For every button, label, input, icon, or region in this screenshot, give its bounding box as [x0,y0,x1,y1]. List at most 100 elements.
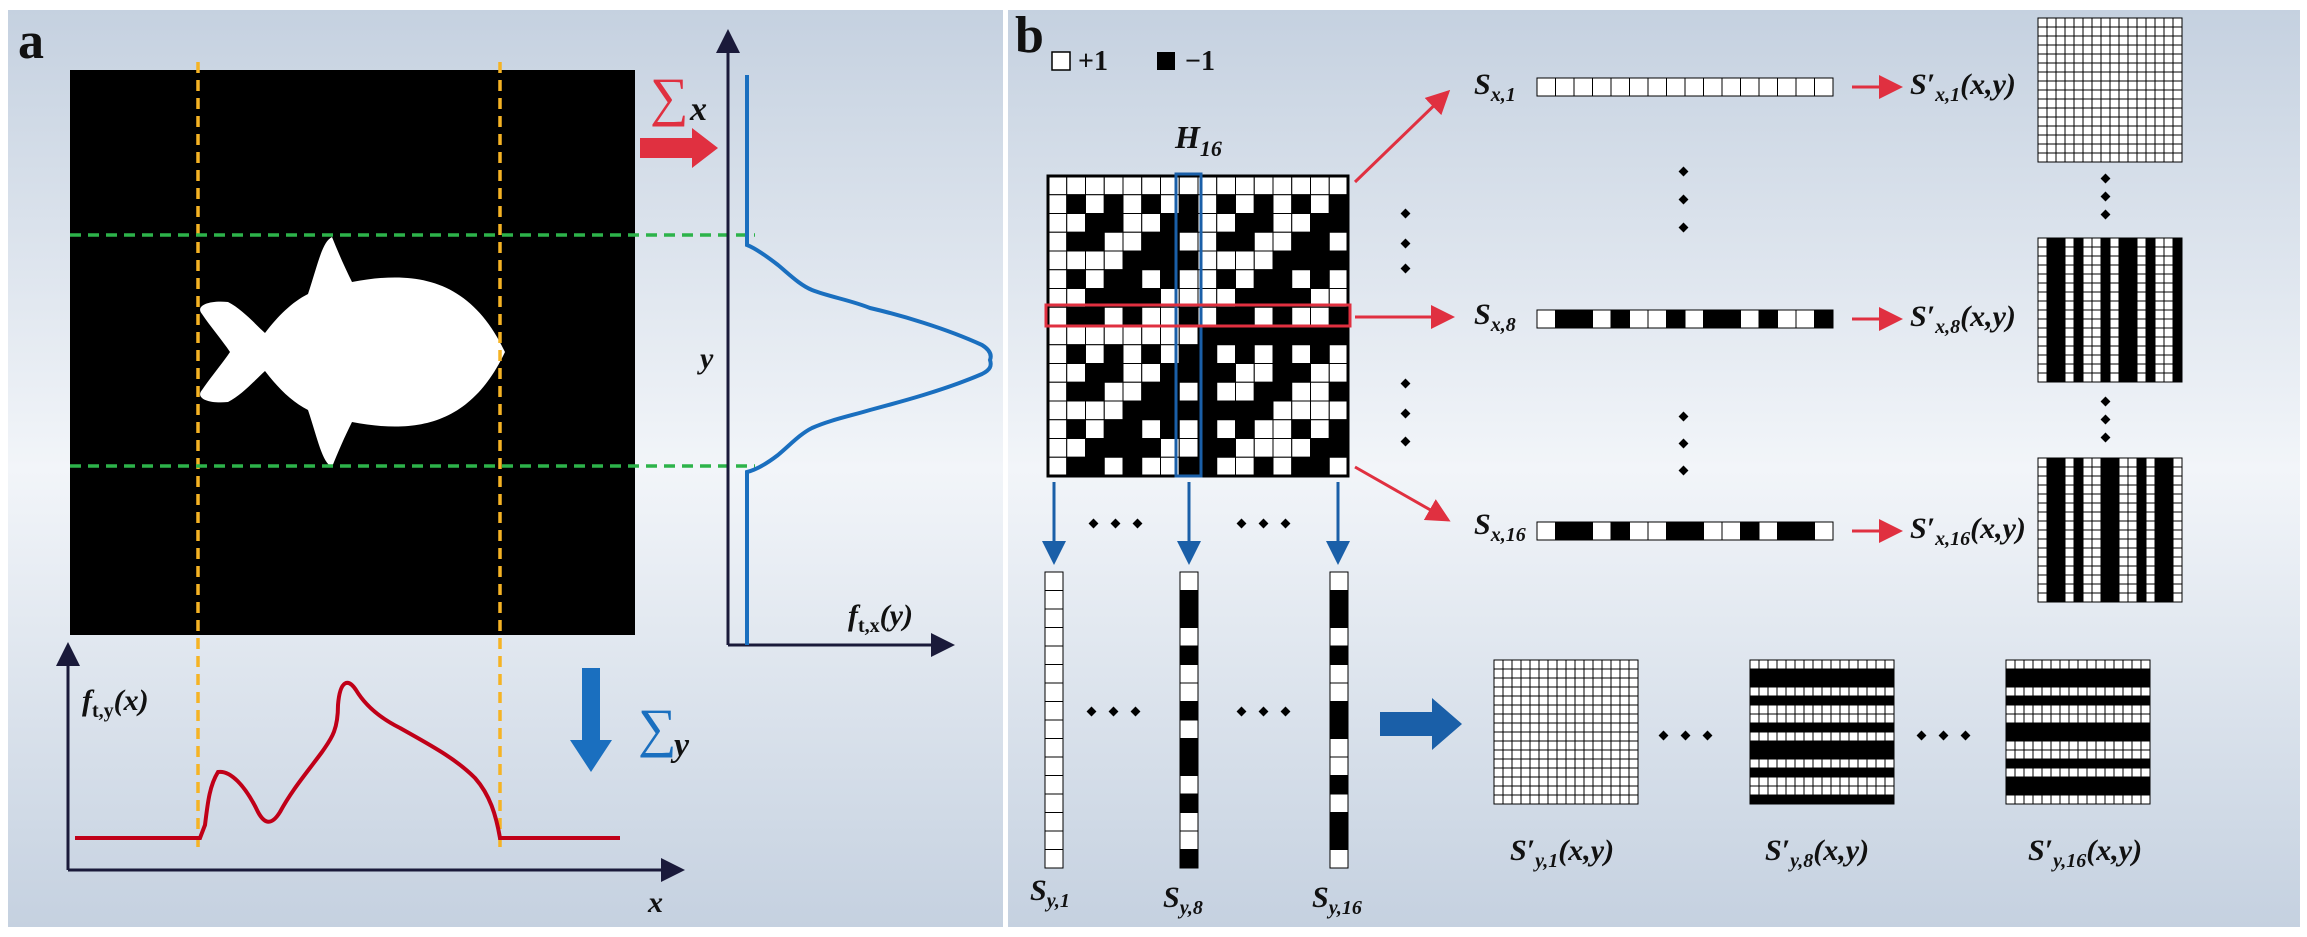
column-pattern-cell [2077,713,2088,724]
row-pattern-cell [2037,502,2048,513]
column-pattern-cell [1857,776,1868,787]
column-pattern-cell [1592,695,1603,706]
column-pattern-cell [1803,713,1814,724]
row-pattern-cell [2064,237,2075,248]
column-pattern-cell [2059,740,2070,751]
column-pattern-cell [1574,704,1585,715]
hadamard-cell [1253,438,1274,458]
row-pattern-cell [2073,336,2084,347]
row-pattern-cell [2145,273,2156,284]
column-pattern-cell [2068,722,2079,733]
column-pattern-cell [1776,704,1787,715]
row-pattern-cell [2109,574,2120,585]
row-pattern-cell [2100,457,2111,468]
row-pattern-cell [2055,35,2066,46]
hadamard-cell [1291,400,1311,421]
column-pattern-cell [1583,740,1594,751]
column-pattern-cell [2014,794,2025,805]
column-pattern-cell [1529,686,1540,697]
column-pattern-cell [1767,785,1778,796]
column-pattern-cell [1857,767,1868,778]
row-pattern-cell [2145,466,2156,477]
column-pattern-cell [2131,686,2142,697]
row-sequence-sx1 [1536,77,1834,97]
column-pattern-cell [2068,794,2079,805]
row-pattern-cell [2091,282,2102,293]
column-pattern-cell [1502,668,1513,679]
column-pattern-cell [2077,794,2088,805]
column-pattern-cell [1592,767,1603,778]
column-pattern-cell [1493,731,1504,742]
column-pattern-cell [1493,704,1504,715]
column-pattern-cell [1601,785,1612,796]
row-pattern-cell [2055,300,2066,311]
column-pattern-cell [1884,704,1895,715]
row-pattern-cell [2091,246,2102,257]
column-pattern-cell [1628,758,1639,769]
row-pattern-cell [2145,62,2156,73]
row-pattern-cell [2172,62,2183,73]
column-pattern-cell [1511,686,1522,697]
row-pattern-cell [2082,98,2093,109]
column-pattern-cell [1776,758,1787,769]
row-pattern-cell [2145,44,2156,55]
fy-label: ft,y(x) [82,684,149,722]
column-pattern-cell [1803,758,1814,769]
row-pattern-cell [2037,152,2048,163]
hadamard-cell [1066,419,1086,439]
row-pattern-cell [2172,520,2183,531]
row-pattern-cell [2118,327,2129,338]
row-pattern-cell [2055,511,2066,522]
hadamard-cell [1122,175,1143,196]
column-pattern-cell [2077,686,2088,697]
column-pattern-cell [1574,794,1585,805]
row-sequence-cell [1777,521,1797,541]
row-pattern-cell [2136,246,2147,257]
row-pattern-cell [2037,134,2048,145]
column-pattern-cell [2050,794,2061,805]
column-pattern-cell [2077,740,2088,751]
row-pattern-cell [2163,53,2174,64]
row-pattern-cell [2082,583,2093,594]
column-pattern-cell [1628,740,1639,751]
hadamard-cell [1235,381,1255,402]
hadamard-cell [1141,325,1161,346]
column-pattern-cell [2131,767,2142,778]
row-pattern-cell [2082,529,2093,540]
column-pattern-cell [2050,668,2061,679]
row-pattern-cell [2091,35,2102,46]
column-sequence-cell [1044,830,1064,850]
column-pattern-cell [1830,776,1841,787]
row-pattern-cell [2037,556,2048,567]
column-pattern-cell [2005,686,2016,697]
hadamard-cell [1310,250,1330,271]
row-sequence-cell [1721,521,1741,541]
column-pattern-cell [2095,785,2106,796]
column-pattern-cell [2095,731,2106,742]
row-pattern-cell [2100,336,2111,347]
row-pattern-cell [2064,336,2075,347]
column-pattern-cell [2014,740,2025,751]
column-pattern-cell [1803,749,1814,760]
column-pattern-cell [1610,776,1621,787]
column-pattern-cell [1511,740,1522,751]
hadamard-cell [1310,381,1330,402]
hadamard-cell [1066,381,1086,402]
row-pattern-cell [2055,372,2066,383]
column-pattern-cell [2050,767,2061,778]
row-pattern-cell [2100,264,2111,275]
row-pattern-cell [2109,134,2120,145]
hadamard-cell [1178,363,1199,383]
row-pattern-cell [2172,237,2183,248]
column-pattern-cell [1520,713,1531,724]
row-pattern-cell [2082,574,2093,585]
column-pattern-cell [1821,704,1832,715]
row-pattern-cell [2091,237,2102,248]
row-pattern-cell [2046,475,2057,486]
column-pattern-cell [1574,749,1585,760]
column-pattern-cell [1749,659,1760,670]
column-pattern-cell [1493,767,1504,778]
column-pattern-cell [1628,722,1639,733]
hadamard-cell [1310,344,1330,364]
